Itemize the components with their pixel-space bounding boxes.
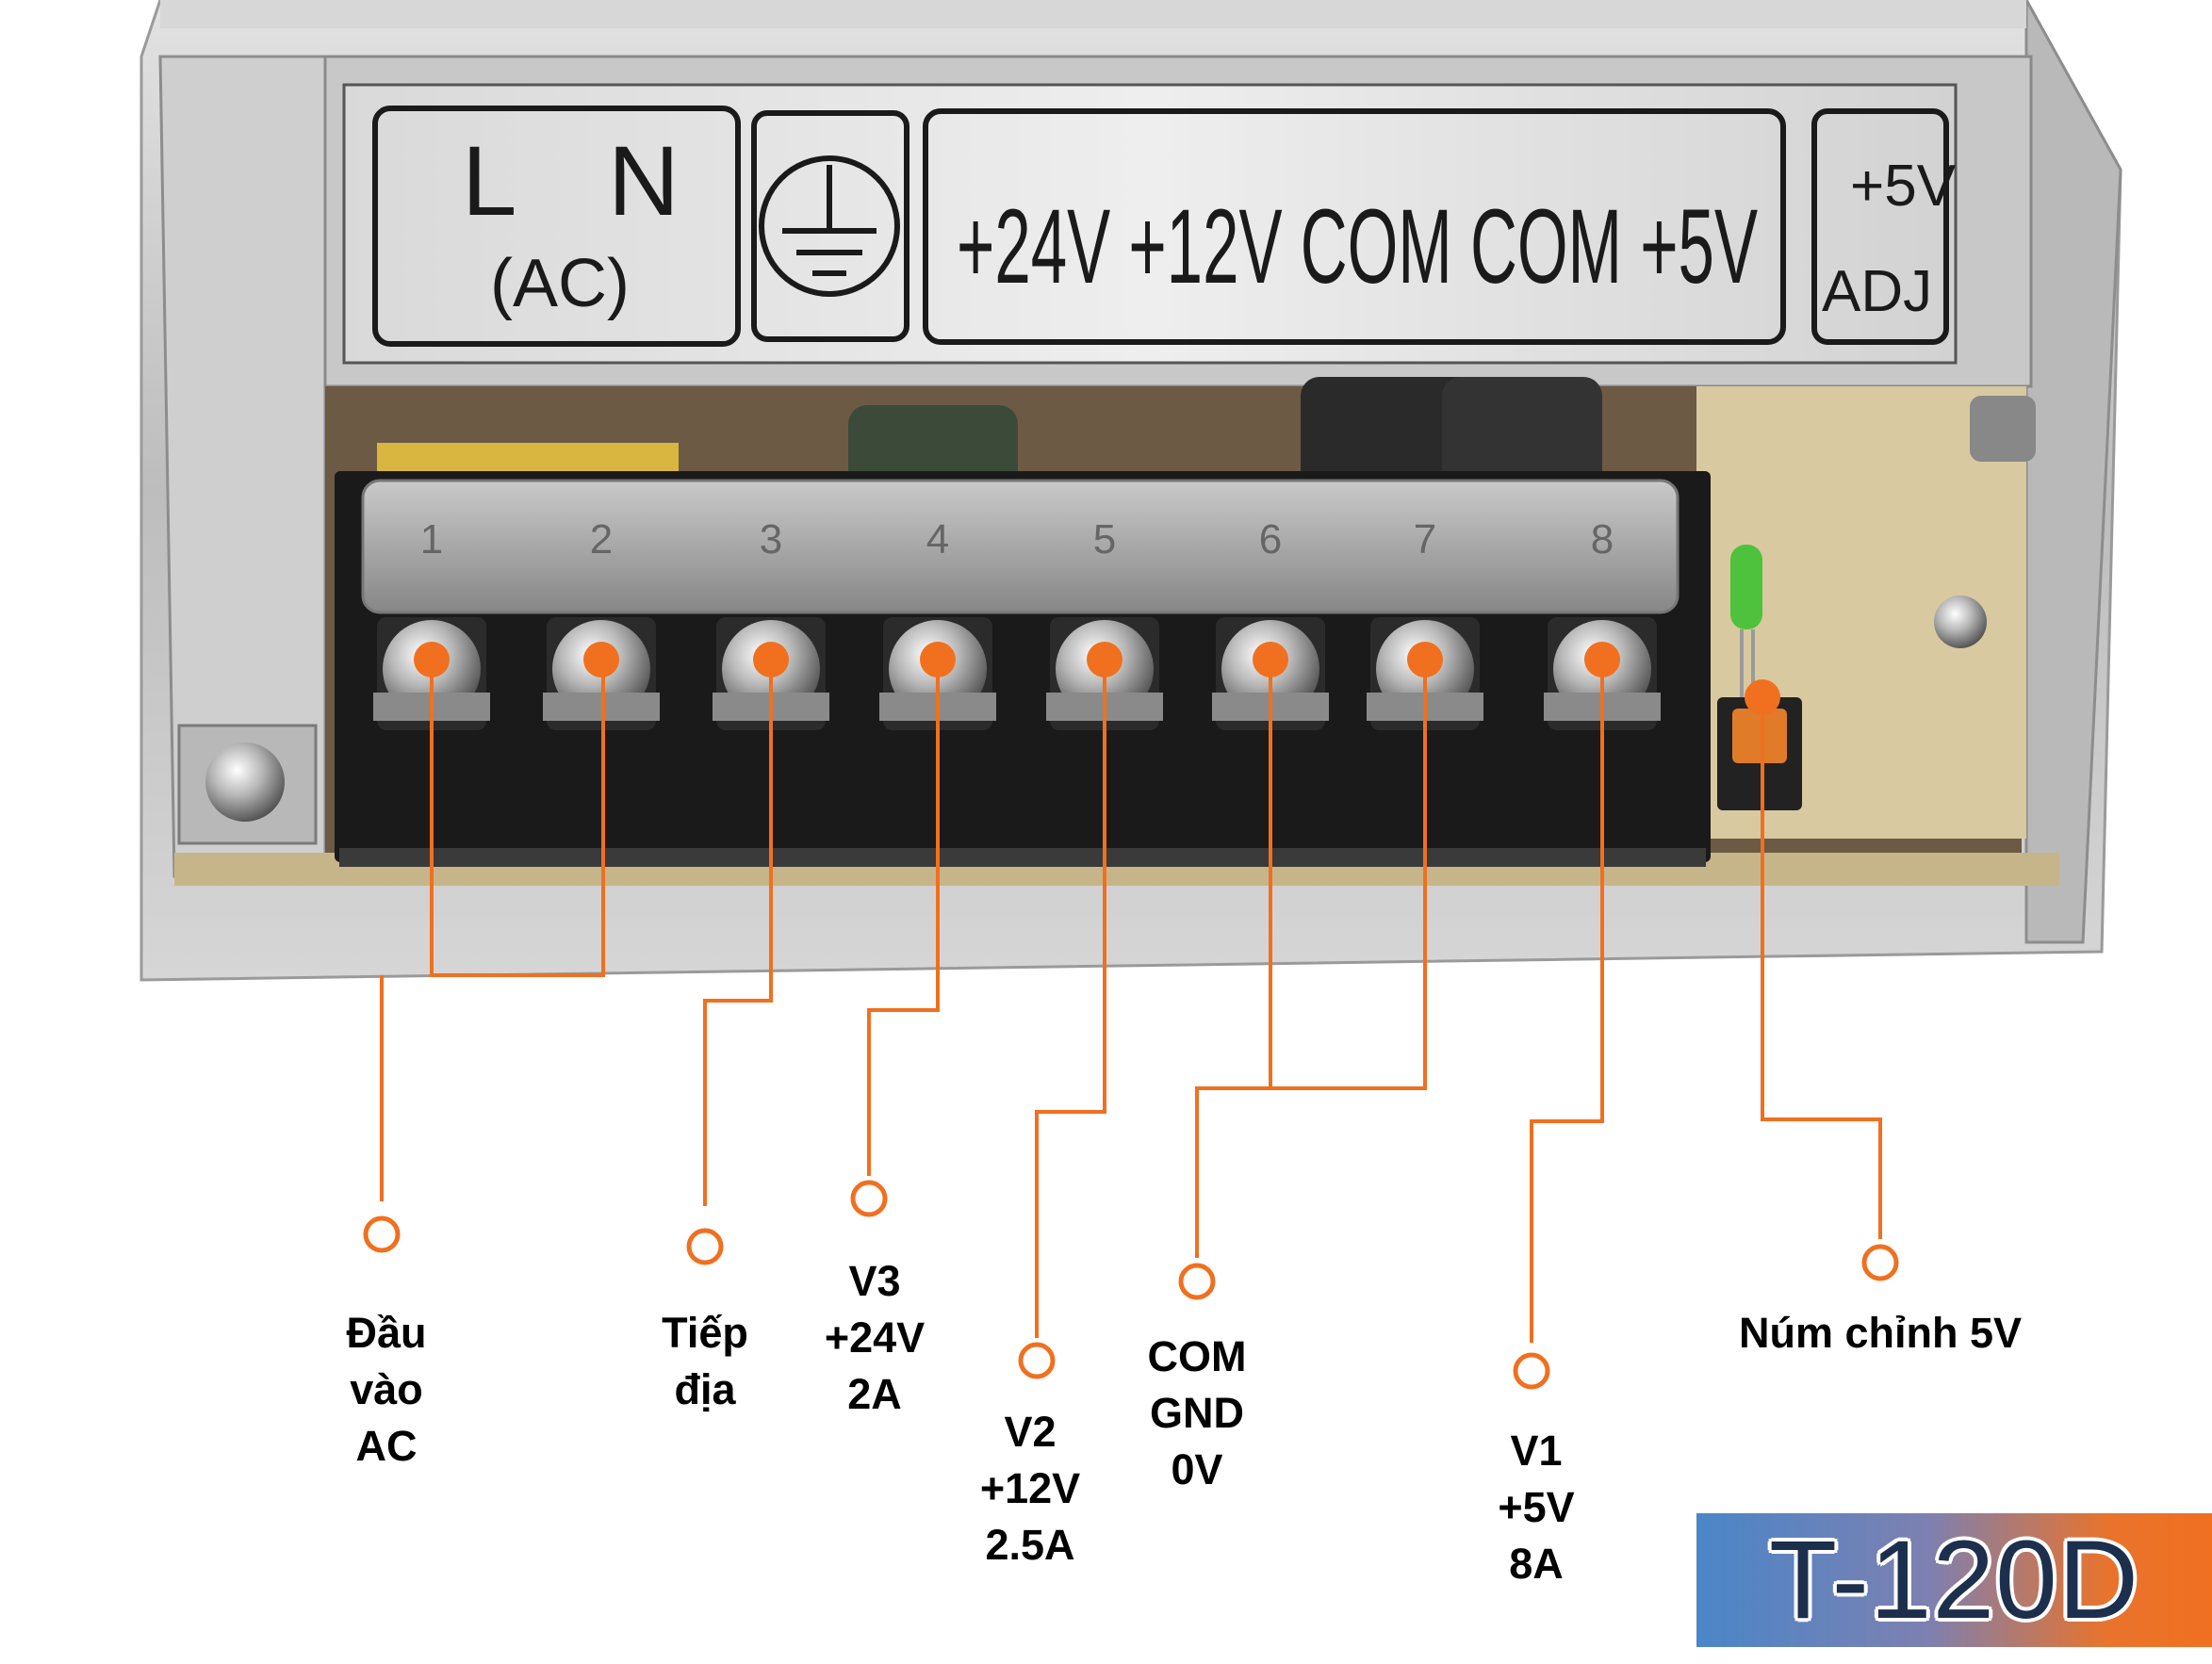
callout-line: 8A [1509, 1540, 1564, 1588]
adj-label-bottom: ADJ [1822, 259, 1932, 324]
callout-line: Đầu [346, 1309, 427, 1357]
leader-line [867, 660, 940, 1176]
terminal-dot [1253, 642, 1288, 677]
terminal-dot [753, 642, 789, 677]
terminal-number: 8 [1591, 516, 1614, 563]
callout-v2: V2 +12V 2.5A [908, 1404, 1153, 1574]
terminal-dot [920, 642, 956, 677]
callout-ring [1018, 1342, 1056, 1379]
outputs-label: +24V +12V COM COM +5V [957, 188, 1758, 305]
terminal-dot [1087, 642, 1122, 677]
callout-line: Núm chỉnh 5V [1738, 1309, 2023, 1357]
earth-ground-icon [759, 155, 900, 297]
callout-v1: V1 +5V 8A [1414, 1423, 1659, 1592]
callout-line: 2A [847, 1370, 902, 1418]
adj-label-box [1811, 108, 1949, 345]
ac-label-l: L [462, 126, 516, 237]
callout-line: +24V [824, 1313, 926, 1362]
callout-line: V3 [848, 1257, 901, 1305]
terminal-cover [361, 479, 1679, 614]
callout-v3: V3 +24V 2A [752, 1253, 997, 1423]
terminal-number: 1 [420, 516, 443, 563]
callout-line: COM [1147, 1332, 1247, 1380]
callout-ring [686, 1228, 724, 1265]
terminal-number: 5 [1093, 516, 1116, 563]
callout-ring [1513, 1352, 1550, 1390]
leader-line [703, 660, 773, 1206]
callout-line: địa [674, 1365, 736, 1413]
callout-line: V2 [1004, 1408, 1057, 1456]
outputs-label-box [923, 108, 1786, 345]
terminal-dot [414, 642, 450, 677]
leader-line [1195, 1086, 1270, 1258]
terminal-dots [414, 642, 1780, 715]
terminal-number: 4 [926, 516, 949, 563]
callout-ground: Tiếp địa [582, 1305, 827, 1418]
terminal-block: 1 2 3 4 5 6 7 8 [335, 471, 1711, 867]
leader-line [1761, 697, 1882, 1239]
callout-ring [850, 1180, 888, 1217]
ac-label-box [372, 106, 741, 347]
model-badge: T-120D [1696, 1513, 2212, 1647]
terminal-number: 3 [760, 516, 782, 563]
terminal-dot [1584, 642, 1620, 677]
label-panel: L N (AC) +24V +12V COM COM +5V +5V ADJ [342, 83, 1958, 365]
callout-ring [1178, 1263, 1216, 1300]
leader-line [1530, 660, 1604, 1343]
terminal-dot [1407, 642, 1443, 677]
leader-line [1269, 660, 1427, 1090]
callout-adjust: Núm chỉnh 5V [1711, 1305, 2050, 1362]
ac-label-n: N [608, 126, 680, 237]
terminal-number: 2 [590, 516, 613, 563]
callout-line: AC [355, 1422, 418, 1470]
mount-screw [177, 724, 318, 845]
ground-label-box [751, 110, 909, 342]
callout-line: GND [1150, 1389, 1244, 1437]
adj-label-top: +5V [1850, 154, 1957, 219]
callout-ring [1861, 1244, 1899, 1281]
callout-line: 0V [1171, 1445, 1223, 1493]
callout-line: Tiếp [662, 1309, 748, 1357]
terminal-number: 6 [1259, 516, 1282, 563]
terminal-dot [583, 642, 619, 677]
leader-lines [380, 660, 1882, 1343]
callout-line: 2.5A [985, 1521, 1075, 1569]
callout-ring [363, 1215, 401, 1253]
ac-label-sub: (AC) [490, 246, 630, 321]
model-name: T-120D [1769, 1518, 2139, 1642]
callout-rings [363, 1180, 1899, 1390]
adjust-potentiometer [1717, 697, 1802, 810]
callout-line: vào [350, 1365, 423, 1413]
callout-line: +5V [1498, 1483, 1575, 1531]
callout-line: V1 [1510, 1427, 1563, 1475]
callout-com: COM GND 0V [1074, 1329, 1319, 1498]
callout-line: +12V [979, 1464, 1081, 1512]
terminal-dot [1745, 679, 1780, 715]
leader-line [430, 660, 605, 977]
terminal-number: 7 [1414, 516, 1436, 563]
leader-line [1035, 660, 1106, 1338]
